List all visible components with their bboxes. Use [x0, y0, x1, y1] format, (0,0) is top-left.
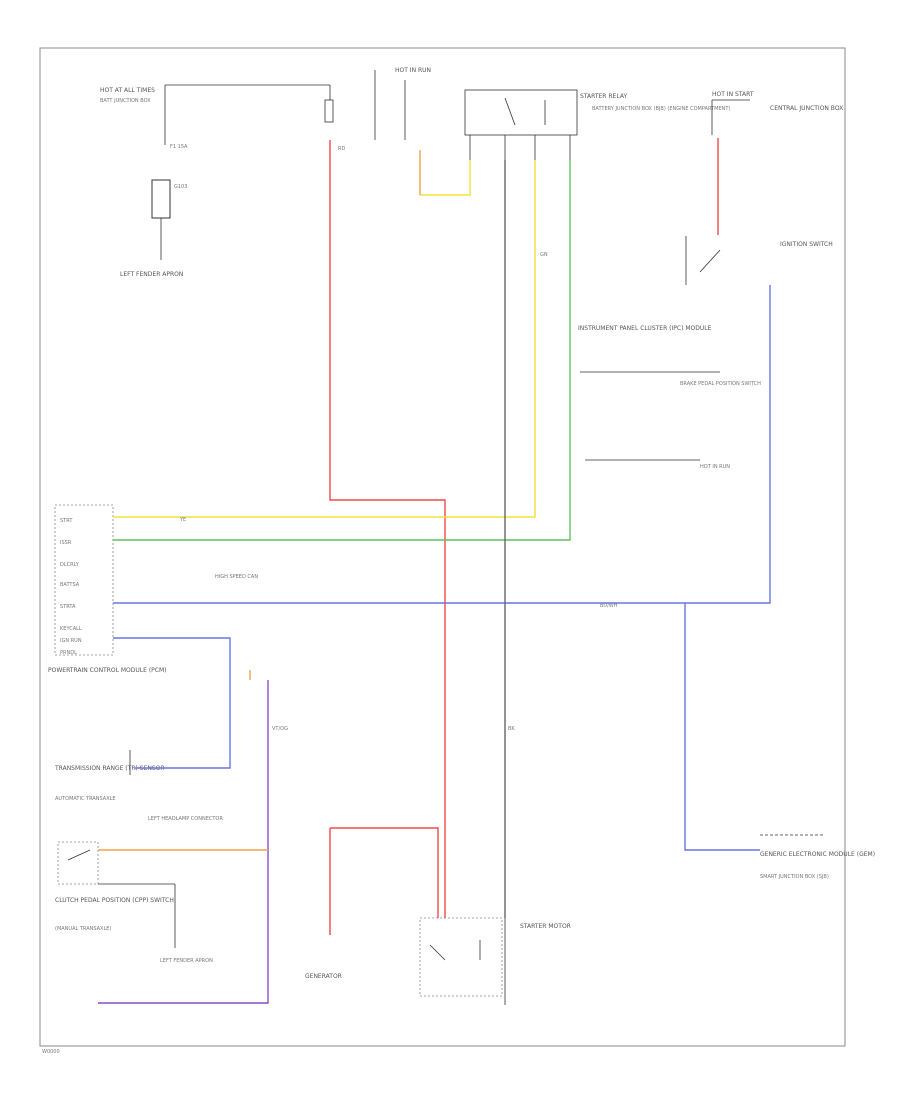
ground-caption-2: LEFT FENDER APRON: [160, 958, 213, 964]
pcm-right-label: HIGH SPEED CAN: [215, 574, 258, 580]
generator-label: GENERATOR: [305, 973, 342, 980]
pcm-pin-dlcrly: DLCRLY: [60, 562, 80, 568]
central-jb-label: CENTRAL JUNCTION BOX: [770, 105, 843, 112]
battery-icon: [151, 179, 171, 219]
pcm-label: POWERTRAIN CONTROL MODULE (PCM): [48, 667, 166, 674]
wire-orange: [98, 150, 421, 851]
clutch-switch-box: [57, 841, 99, 885]
pcm-pin-prndl: PRNDL: [60, 650, 77, 656]
fuse-icon: [324, 99, 334, 123]
tr-clutch-section: TRANSMISSION RANGE (TR) SENSOR AUTOMATIC…: [54, 750, 223, 964]
wire-green: [113, 160, 571, 541]
pcm-pin-strta: STRTA: [60, 604, 76, 610]
fuse-block-sub-label: BATT JUNCTION BOX: [100, 98, 151, 104]
wire-code-bu: BU/WH: [600, 603, 618, 609]
hot-run2-label: HOT IN RUN: [700, 464, 730, 470]
wire-code-rd: RD: [338, 146, 345, 152]
pcm-pin-ign-run: IGN RUN: [60, 638, 82, 644]
clutch-switch-label: CLUTCH PEDAL POSITION (CPP) SWITCH: [55, 897, 174, 904]
starter-relay-section: HOT IN RUN STARTER RELAY BATTERY JUNCTIO…: [374, 67, 730, 160]
pcm-pin-battsa: BATTSA: [60, 582, 80, 588]
pcm-section: STRT ISSR DLCRLY BATTSA STRTA KEYCALL IG…: [48, 504, 258, 674]
pcm-box: [54, 504, 114, 656]
pcm-pin-strt: STRT: [60, 518, 73, 524]
trans-note-label: AUTOMATIC TRANSAXLE: [55, 796, 116, 802]
hot-run-label: HOT IN RUN: [395, 67, 431, 74]
brake-switch-label: BRAKE PEDAL POSITION SWITCH: [680, 381, 761, 387]
wire-yellow: [113, 160, 536, 518]
left-connector-label: LEFT HEADLAMP CONNECTOR: [148, 816, 223, 822]
starter-motor-box: [419, 917, 503, 997]
smart-junction-label: SMART JUNCTION BOX (SJB): [760, 874, 829, 880]
wire-blue: [113, 285, 771, 851]
starter-motor-label: STARTER MOTOR: [520, 923, 571, 930]
ipc-section: INSTRUMENT PANEL CLUSTER (IPC) MODULE BR…: [578, 325, 761, 470]
wire-purple: [98, 680, 269, 1004]
hot-start-label: HOT IN START: [712, 91, 754, 98]
ground-ref-label: G103: [174, 184, 187, 190]
wire-code-bk: BK: [508, 726, 515, 732]
pcm-pin-keycall: KEYCALL: [60, 626, 82, 632]
wire-code-ye: YE: [179, 517, 186, 523]
ground-caption: LEFT FENDER APRON: [120, 271, 183, 278]
starter-relay-label: STARTER RELAY: [580, 93, 627, 100]
fuse-block-label: HOT AT ALL TIMES: [100, 87, 155, 94]
wire-code-gn: GN: [540, 252, 548, 258]
starter-motor-section: GENERATOR STARTER MOTOR: [305, 917, 571, 1005]
ipc-module-label: INSTRUMENT PANEL CLUSTER (IPC) MODULE: [578, 325, 712, 332]
tr-sensor-label: TRANSMISSION RANGE (TR) SENSOR: [54, 765, 165, 772]
bjb-caption: BATTERY JUNCTION BOX (BJB) (ENGINE COMPA…: [592, 106, 730, 112]
wire-code-vt: VT/OG: [272, 726, 288, 732]
starter-relay-box: [464, 89, 578, 136]
diagram-frame: [39, 47, 846, 1047]
ignition-switch-label: IGNITION SWITCH: [780, 241, 833, 248]
pcm-pin-issr: ISSR: [60, 540, 72, 546]
sjb-section: GENERIC ELECTRONIC MODULE (GEM) SMART JU…: [760, 834, 875, 880]
clutch-caption: (MANUAL TRANSAXLE): [55, 926, 111, 932]
battery-fuse-section: HOT AT ALL TIMES BATT JUNCTION BOX F1 15…: [100, 84, 345, 278]
footer-ref: W0000: [42, 1049, 60, 1055]
ignition-section: HOT IN START CENTRAL JUNCTION BOX IGNITI…: [685, 91, 843, 285]
fuse-ref-label: F1 15A: [170, 144, 188, 150]
wire-red: [329, 138, 719, 935]
gem-caption: GENERIC ELECTRONIC MODULE (GEM): [760, 851, 875, 858]
